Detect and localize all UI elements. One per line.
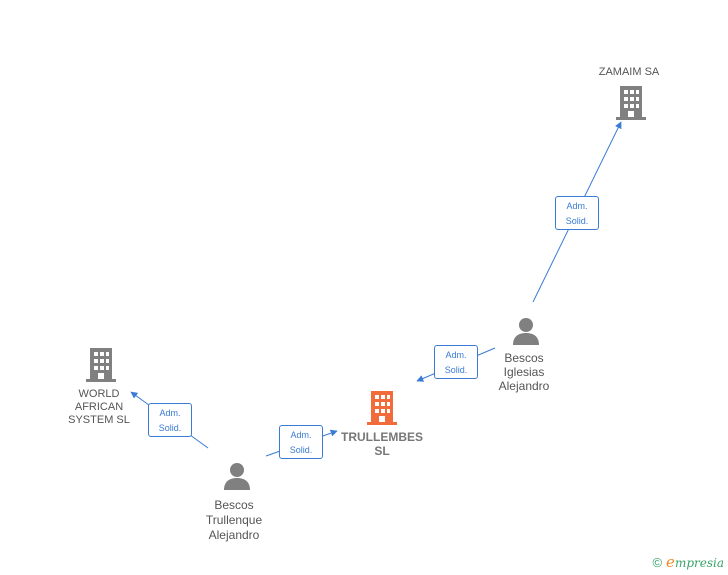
node-label-bescos-trullenque[interactable]: Bescos Trullenque Alejandro bbox=[188, 498, 280, 543]
edge-label-trullenque-world[interactable]: Adm. Solid. bbox=[148, 403, 192, 437]
edge-label-line1: Adm. bbox=[445, 350, 467, 360]
label-line: AFRICAN bbox=[74, 401, 124, 413]
edge-label-line1: Adm. bbox=[566, 201, 588, 211]
edge-label-trullenque-trullembes[interactable]: Adm. Solid. bbox=[279, 425, 323, 459]
copyright-icon: © bbox=[652, 554, 663, 570]
person-icon[interactable] bbox=[511, 316, 541, 346]
person-icon[interactable] bbox=[222, 461, 252, 491]
brand-logo: empresia bbox=[666, 553, 724, 571]
edge-label-line2: Solid. bbox=[158, 423, 182, 433]
building-icon[interactable] bbox=[86, 348, 116, 382]
building-icon[interactable] bbox=[367, 391, 397, 425]
edge-label-iglesias-trullembes[interactable]: Adm. Solid. bbox=[434, 345, 478, 379]
label-line: Iglesias bbox=[503, 365, 545, 379]
building-icon[interactable] bbox=[616, 86, 646, 120]
label-line: TRULLEMBES bbox=[341, 430, 423, 444]
edge-label-line2: Solid. bbox=[444, 365, 468, 375]
edge-label-line2: Solid. bbox=[565, 216, 589, 226]
node-label-world-african[interactable]: WORLD AFRICAN SYSTEM SL bbox=[54, 388, 144, 427]
node-label-bescos-iglesias[interactable]: Bescos Iglesias Alejandro bbox=[478, 351, 570, 393]
edge-label-iglesias-zamaim[interactable]: Adm. Solid. bbox=[555, 196, 599, 230]
label-line: Alejandro bbox=[498, 379, 550, 393]
edge-label-line1: Adm. bbox=[290, 430, 312, 440]
label-line: SL bbox=[374, 444, 390, 458]
label-line: Bescos bbox=[214, 498, 254, 512]
label-line: Alejandro bbox=[208, 528, 260, 542]
node-label-zamaim[interactable]: ZAMAIM SA bbox=[598, 66, 660, 78]
label-line: Bescos bbox=[504, 351, 544, 365]
footer-brand: © empresia bbox=[652, 553, 724, 571]
edge-label-line2: Solid. bbox=[289, 445, 313, 455]
label-line: Trullenque bbox=[205, 513, 263, 527]
label-line: WORLD bbox=[78, 388, 120, 400]
node-label-trullembes[interactable]: TRULLEMBES SL bbox=[332, 430, 432, 458]
edge-label-line1: Adm. bbox=[159, 408, 181, 418]
label-line: SYSTEM SL bbox=[68, 414, 130, 426]
